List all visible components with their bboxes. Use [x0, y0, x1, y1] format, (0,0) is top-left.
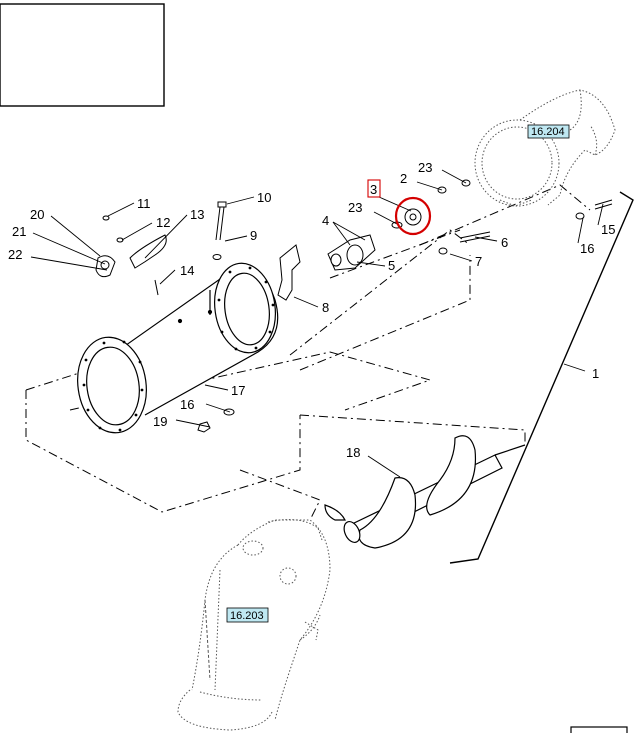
- leader-lines: [30, 169, 604, 478]
- callout-5: 5: [388, 258, 395, 273]
- callout-16-left: 16: [180, 397, 194, 412]
- callout-8: 8: [322, 300, 329, 315]
- callout-20: 20: [30, 207, 44, 222]
- callout-7: 7: [475, 254, 482, 269]
- callout-12: 12: [156, 215, 170, 230]
- reference-16-203-label: 16.203: [230, 610, 264, 622]
- callout-23-top: 23: [418, 160, 432, 175]
- callout-14: 14: [180, 263, 194, 278]
- highlight-ring: [394, 196, 432, 236]
- callout-15: 15: [601, 222, 615, 237]
- callout-22: 22: [8, 247, 22, 262]
- main-tube: [77, 262, 279, 434]
- callout-10: 10: [257, 190, 271, 205]
- callout-4: 4: [322, 213, 329, 228]
- callout-19: 19: [153, 414, 167, 429]
- reference-16-203[interactable]: 16.203: [226, 607, 269, 623]
- callout-1: 1: [592, 366, 599, 381]
- item1-bracket: [449, 191, 634, 564]
- callout-21: 21: [12, 224, 26, 239]
- corner-frame: [570, 726, 628, 738]
- callout-13: 13: [190, 207, 204, 222]
- reference-16-204-label: 16.204: [531, 126, 565, 138]
- auger-flight: [324, 435, 526, 549]
- callout-16-right: 16: [580, 241, 594, 256]
- title-frame: [0, 3, 165, 107]
- reference-16-204[interactable]: 16.204: [527, 124, 570, 139]
- flange-bolts: [82, 266, 275, 432]
- callout-3-box: [367, 179, 381, 198]
- callout-9: 9: [250, 228, 257, 243]
- callout-2: 2: [400, 171, 407, 186]
- callout-6: 6: [501, 235, 508, 250]
- upper-housing: [474, 89, 616, 207]
- callout-11: 11: [137, 196, 151, 211]
- hardware: [95, 179, 613, 433]
- callout-3[interactable]: 3: [370, 182, 377, 197]
- lower-elbow: [177, 519, 331, 731]
- callout-17: 17: [231, 383, 245, 398]
- callout-18: 18: [346, 445, 360, 460]
- callout-23-mid: 23: [348, 200, 362, 215]
